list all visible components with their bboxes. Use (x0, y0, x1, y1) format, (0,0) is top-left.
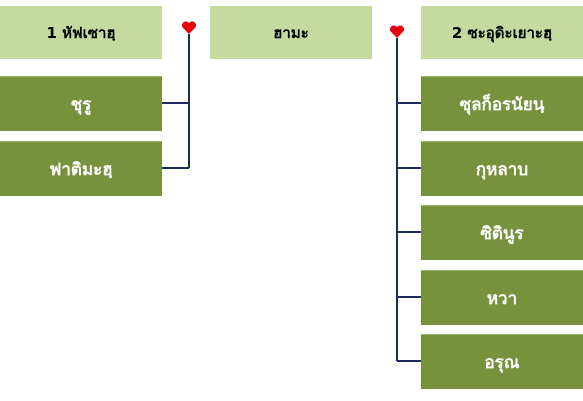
header-left: 1 หัฟเซาฮฺ (0, 6, 162, 59)
right-child-box-2: กุหลาบ (421, 141, 583, 196)
right-child-box-1: ซุลก็อรนัยนฺ (421, 76, 583, 131)
heart-icon (181, 21, 197, 34)
right-child-box-5: อรุณ (421, 334, 583, 389)
right-child-box-3: ซิตินูร (421, 205, 583, 260)
left-child-label: ฟาติมะฮฺ (49, 159, 113, 180)
right-child-box-4: หวา (421, 270, 583, 325)
header-right-label: 2 ซะอุดิะเยาะฮฺ (451, 23, 553, 42)
left-child-box-1: ชุรู (0, 76, 162, 131)
right-child-label: กุหลาบ (475, 159, 529, 180)
right-child-label: หวา (486, 288, 518, 309)
left-child-box-2: ฟาติมะฮฺ (0, 141, 162, 196)
right-child-label: อรุณ (484, 352, 520, 373)
right-child-label: ซุลก็อรนัยนฺ (459, 94, 545, 115)
left-child-label: ชุรู (70, 94, 92, 115)
header-left-label: 1 หัฟเซาฮฺ (46, 23, 116, 42)
heart-icon (389, 25, 405, 38)
header-center-label: ฮามะ (273, 23, 309, 42)
header-center: ฮามะ (210, 6, 372, 59)
header-right: 2 ซะอุดิะเยาะฮฺ (421, 6, 583, 59)
right-child-label: ซิตินูร (480, 223, 524, 244)
